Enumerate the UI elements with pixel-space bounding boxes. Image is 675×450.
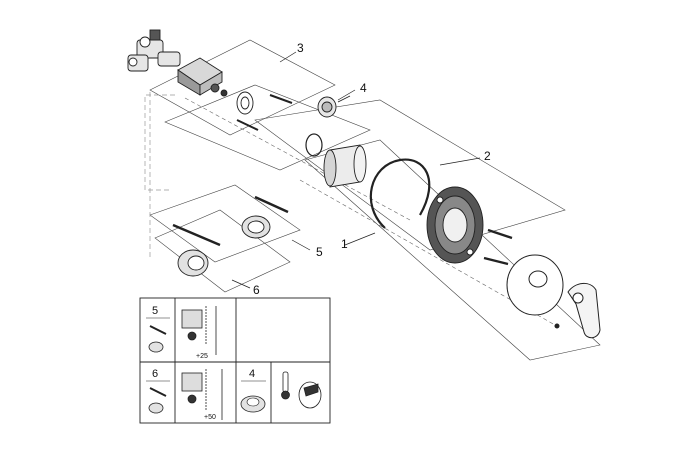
valve-body xyxy=(127,29,181,72)
thermometer-icon xyxy=(281,371,290,400)
part-5-components xyxy=(172,195,289,247)
cover-plate xyxy=(506,254,564,316)
extension-sleeve xyxy=(323,144,367,188)
part-6-components xyxy=(177,249,209,277)
handle-rotation-icon xyxy=(298,381,322,409)
legend-row2-measure: +50 xyxy=(204,414,216,421)
plane-part-4 xyxy=(164,84,371,171)
callout-1: 1 xyxy=(341,237,348,251)
callout-3: 3 xyxy=(297,41,304,55)
legend-row1-measure: +25 xyxy=(196,353,208,360)
legend-row2-number: 6 xyxy=(152,368,158,380)
plane-part-6 xyxy=(154,209,291,293)
legend-row1-number: 5 xyxy=(152,305,158,317)
dashed-connectors xyxy=(144,92,175,260)
callout-6: 6 xyxy=(253,283,260,297)
lever-handle xyxy=(554,283,601,339)
plane-part-5 xyxy=(149,184,301,263)
mounting-screws xyxy=(483,228,513,266)
cartridge-assembly xyxy=(177,57,293,131)
callout-5: 5 xyxy=(316,245,323,259)
legend-panel: 5 +25 6 +50 4 xyxy=(139,297,331,424)
part-4-cap xyxy=(317,95,351,118)
plane-part-2 xyxy=(254,99,566,251)
retaining-clip xyxy=(369,158,431,229)
legend-part4-number: 4 xyxy=(249,368,255,380)
mounting-plate xyxy=(426,186,484,264)
plane-part-3 xyxy=(149,39,336,136)
callout-2: 2 xyxy=(484,149,491,163)
o-ring xyxy=(305,133,323,157)
callout-leaders xyxy=(231,51,481,289)
callout-4: 4 xyxy=(360,81,367,95)
